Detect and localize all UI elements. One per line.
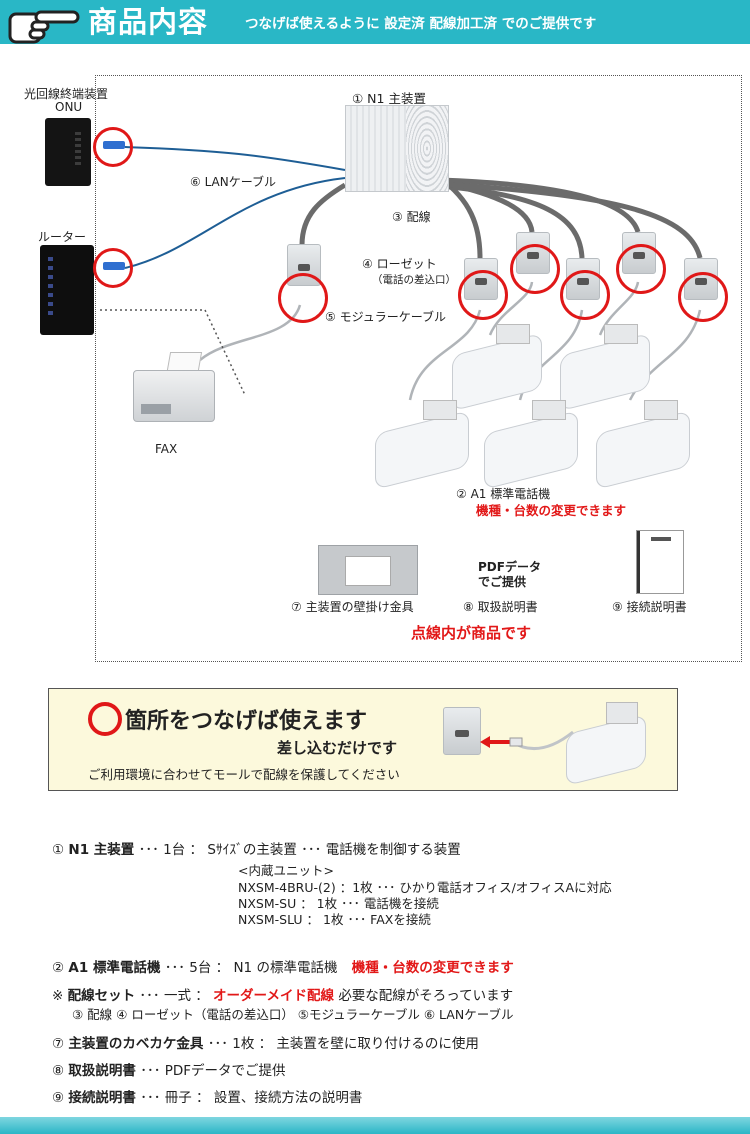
item-wiring-name: 配線セット bbox=[67, 988, 136, 1004]
pdf-note-line2: でご提供 bbox=[478, 575, 527, 589]
pointing-hand-icon bbox=[8, 10, 80, 44]
item-wiring: ※ 配線セット ･･･ 一式 ： オーダーメイド配線 必要な配線がそろっています bbox=[52, 984, 513, 1004]
item-1-unit-2: NXSM-SU ： 1枚 ･･･ 電話機を接続 bbox=[238, 896, 439, 911]
rosette-5-ring bbox=[678, 272, 728, 322]
item-1-unit-3: NXSM-SLU ： 1枚 ･･･ FAXを接続 bbox=[238, 912, 431, 927]
rosette-3-ring bbox=[560, 270, 610, 320]
info-box-title: 箇所をつなげば使えます bbox=[125, 709, 368, 734]
main-unit-device bbox=[345, 105, 449, 192]
connection-booklet bbox=[636, 530, 684, 594]
item-1-name: N1 主装置 bbox=[68, 842, 135, 858]
item-1-unit-1: NXSM-4BRU-(2) ：1枚 ･･･ ひかり電話オフィス/オフィスAに対応 bbox=[238, 880, 612, 895]
item-9-name: 接続説明書 bbox=[68, 1090, 136, 1106]
phone-2 bbox=[560, 322, 650, 412]
item-1-number: ① bbox=[52, 842, 65, 858]
info-box-subtitle: 差し込むだけです bbox=[277, 739, 398, 757]
item-7-name: 主装置のカベカケ金具 bbox=[68, 1036, 204, 1052]
page-title: 商品内容 bbox=[88, 5, 209, 39]
item-7-detail: ･･･ 1枚 ： 主装置を壁に取り付けるのに使用 bbox=[207, 1036, 479, 1052]
item-9: ⑨ 接続説明書 ･･･ 冊子 ： 設置、接続方法の説明書 bbox=[52, 1086, 362, 1106]
item-8-number: ⑧ bbox=[52, 1063, 65, 1079]
phone-note: 機種・台数の変更できます bbox=[476, 503, 627, 518]
footer-bar bbox=[0, 1117, 750, 1134]
router-label: ルーター bbox=[38, 230, 87, 244]
item-9-number: ⑨ bbox=[52, 1090, 65, 1106]
router-port-ring bbox=[93, 248, 133, 288]
connection-manual-label: ⑨ 接続説明書 bbox=[612, 600, 687, 614]
arrow-left-icon bbox=[480, 736, 516, 748]
item-1-units-heading: <内蔵ユニット> bbox=[238, 863, 334, 878]
item-2: ② A1 標準電話機 ･･･ 5台 ： N1 の標準電話機 機種・台数の変更でき… bbox=[52, 956, 514, 976]
onu-label-sub: ONU bbox=[55, 100, 83, 114]
page-subtitle: つなげば使えるように 設定済 配線加工済 でのご提供です bbox=[245, 16, 597, 32]
modular-cable-illustration bbox=[509, 730, 574, 751]
circle-mark-icon bbox=[88, 702, 122, 736]
phone-5 bbox=[596, 398, 690, 490]
phone-1 bbox=[452, 322, 542, 412]
item-8: ⑧ 取扱説明書 ･･･ PDFデータでご提供 bbox=[52, 1059, 286, 1079]
onu-label: 光回線終端装置 bbox=[24, 87, 109, 101]
fax-label: FAX bbox=[155, 442, 178, 456]
phone-illustration bbox=[566, 700, 646, 786]
pdf-note-line1: PDFデータ bbox=[478, 560, 541, 574]
rosette-label: ④ ローゼット bbox=[362, 257, 437, 271]
product-boundary bbox=[95, 75, 742, 662]
router-device bbox=[40, 245, 94, 335]
rosette-4-ring bbox=[616, 244, 666, 294]
item-2-number: ② bbox=[52, 960, 65, 976]
modular-cable-label: ⑤ モジュラーケーブル bbox=[325, 310, 447, 324]
lan-plug-icon bbox=[103, 141, 125, 149]
phone-label: ② A1 標準電話機 bbox=[456, 487, 551, 501]
item-9-detail: ･･･ 冊子 ： 設置、接続方法の説明書 bbox=[140, 1090, 363, 1106]
product-note: 点線内が商品です bbox=[411, 624, 532, 642]
wiring-6 bbox=[439, 181, 703, 259]
item-7-number: ⑦ bbox=[52, 1036, 65, 1052]
item-7: ⑦ 主装置のカベカケ金具 ･･･ 1枚 ： 主装置を壁に取り付けるのに使用 bbox=[52, 1032, 479, 1052]
item-1: ① N1 主装置 ･･･ 1台 ： Sｻｲｽﾞの主装置 ･･･ 電話機を制御する… bbox=[52, 838, 461, 858]
item-2-note: 機種・台数の変更できます bbox=[351, 960, 514, 976]
lan-cable-onu bbox=[124, 146, 346, 171]
wiring-1 bbox=[299, 182, 347, 246]
info-box-note: ご利用環境に合わせてモールで配線を保護してください bbox=[88, 767, 400, 782]
item-wiring-sub: ③ 配線 ④ ローゼット（電話の差込口） ⑤モジュラーケーブル ⑥ LANケーブ… bbox=[72, 1007, 514, 1022]
wiring-label: ③ 配線 bbox=[392, 210, 431, 224]
item-2-name: A1 標準電話機 bbox=[68, 960, 161, 976]
rosette-illustration bbox=[443, 707, 481, 755]
fax-device bbox=[133, 352, 215, 432]
item-8-name: 取扱説明書 bbox=[68, 1063, 136, 1079]
bracket-label: ⑦ 主装置の壁掛け金具 bbox=[291, 600, 414, 614]
item-1-detail: ･･･ 1台 ： Sｻｲｽﾞの主装置 ･･･ 電話機を制御する装置 bbox=[138, 842, 461, 858]
item-wiring-detail: ･･･ 一式 ： bbox=[139, 988, 209, 1004]
manual-label: ⑧ 取扱説明書 bbox=[463, 600, 538, 614]
phone-4 bbox=[484, 398, 578, 490]
lan-cable-label: ⑥ LANケーブル bbox=[190, 175, 276, 189]
rosette-fax-ring bbox=[278, 273, 328, 323]
item-8-detail: ･･･ PDFデータでご提供 bbox=[140, 1063, 286, 1079]
rosette-2-ring bbox=[510, 244, 560, 294]
wall-bracket bbox=[318, 545, 418, 595]
item-wiring-number: ※ bbox=[52, 988, 64, 1004]
lan-cable-router bbox=[124, 177, 346, 269]
phone-3 bbox=[375, 398, 469, 490]
lan-plug-icon bbox=[103, 262, 125, 270]
item-wiring-tail: 必要な配線がそろっています bbox=[338, 988, 514, 1004]
item-wiring-highlight: オーダーメイド配線 bbox=[213, 988, 335, 1004]
header-banner bbox=[0, 0, 750, 44]
onu-device bbox=[45, 118, 91, 186]
item-2-detail: ･･･ 5台 ： N1 の標準電話機 bbox=[164, 960, 338, 976]
main-unit-label: ① N1 主装置 bbox=[352, 91, 426, 106]
onu-port-ring bbox=[93, 127, 133, 167]
rosette-1-ring bbox=[458, 270, 508, 320]
rosette-sublabel: （電話の差込口） bbox=[372, 274, 456, 286]
wiring-4 bbox=[439, 183, 585, 259]
modular-1 bbox=[408, 309, 482, 401]
